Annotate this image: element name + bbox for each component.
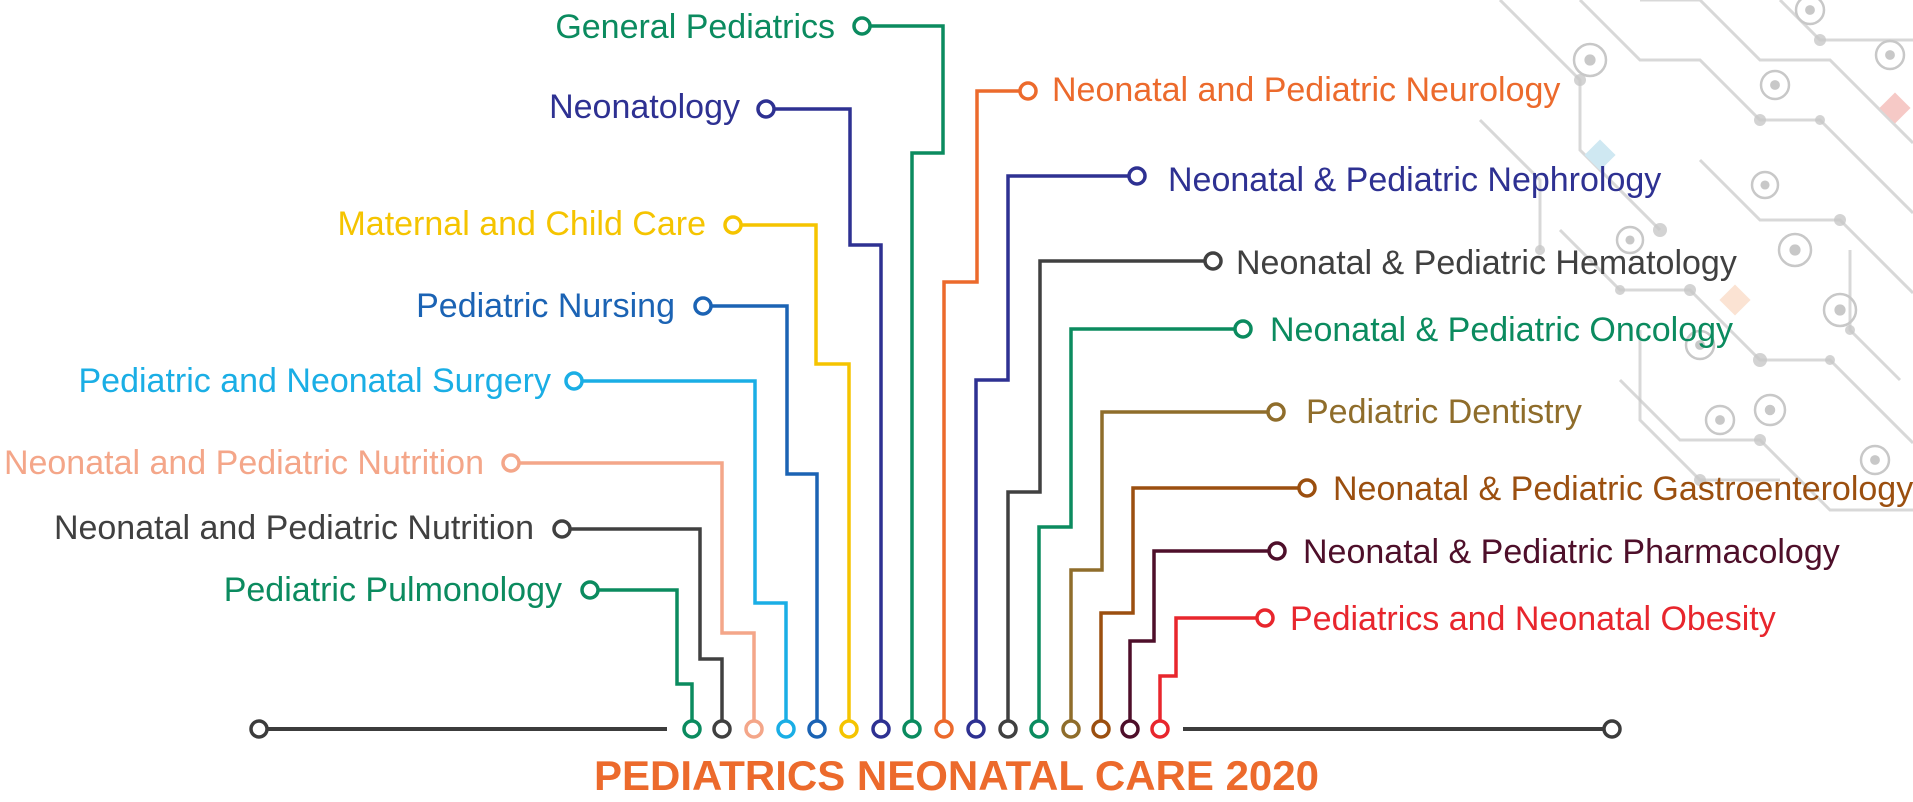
left-baseline-node-8 — [682, 719, 702, 739]
left-label-node-6 — [501, 453, 521, 473]
baseline-right-end-node — [1602, 719, 1622, 739]
baseline-left-end-node — [249, 719, 269, 739]
right-label-node-7 — [1267, 541, 1287, 561]
left-connector-8 — [590, 588, 694, 729]
right-baseline-node-7 — [1120, 719, 1140, 739]
circuit-background-decoration — [1478, 0, 1913, 512]
left-topic-label-1: General Pediatrics — [555, 8, 835, 46]
right-connector-7 — [1128, 549, 1277, 729]
right-label-node-5 — [1266, 402, 1286, 422]
right-topic-label-7: Neonatal & Pediatric Pharmacology — [1303, 533, 1840, 571]
left-connector-6 — [511, 461, 756, 729]
left-label-node-3 — [723, 215, 743, 235]
left-topic-label-6: Neonatal and Pediatric Nutrition — [4, 444, 484, 482]
right-connector-5 — [1069, 410, 1276, 729]
left-label-node-1 — [852, 16, 872, 36]
right-connector-1 — [942, 89, 1028, 729]
right-topic-label-2: Neonatal & Pediatric Nephrology — [1168, 161, 1661, 199]
connector-lines — [511, 24, 1307, 729]
conference-title: PEDIATRICS NEONATAL CARE 2020 — [593, 752, 1319, 799]
left-topic-label-7: Neonatal and Pediatric Nutrition — [54, 509, 534, 547]
left-label-node-8 — [580, 580, 600, 600]
right-label-node-2 — [1127, 166, 1147, 186]
left-baseline-node-4 — [807, 719, 827, 739]
left-topic-label-3: Maternal and Child Care — [337, 205, 706, 243]
right-baseline-node-5 — [1061, 719, 1081, 739]
right-baseline-node-2 — [966, 719, 986, 739]
right-connector-8 — [1158, 616, 1265, 729]
left-connector-7 — [562, 527, 724, 729]
left-topic-label-5: Pediatric and Neonatal Surgery — [79, 362, 552, 400]
right-baseline-node-6 — [1091, 719, 1111, 739]
right-connector-2 — [974, 174, 1137, 729]
right-topic-label-6: Neonatal & Pediatric Gastroenterology — [1333, 470, 1913, 508]
left-connector-5 — [574, 379, 788, 729]
left-topic-label-4: Pediatric Nursing — [416, 287, 675, 325]
right-connector-3 — [1006, 259, 1213, 729]
right-topic-label-5: Pediatric Dentistry — [1306, 393, 1582, 431]
right-topic-label-4: Neonatal & Pediatric Oncology — [1270, 311, 1733, 349]
left-baseline-node-7 — [712, 719, 732, 739]
left-topic-label-8: Pediatric Pulmonology — [224, 571, 562, 609]
left-label-node-5 — [564, 371, 584, 391]
left-baseline-node-3 — [839, 719, 859, 739]
right-connector-4 — [1037, 327, 1243, 729]
right-topic-label-3: Neonatal & Pediatric Hematology — [1236, 244, 1737, 282]
right-label-node-1 — [1018, 81, 1038, 101]
right-baseline-node-3 — [998, 719, 1018, 739]
left-connector-3 — [733, 223, 851, 729]
right-topic-label-8: Pediatrics and Neonatal Obesity — [1290, 600, 1776, 638]
left-connector-4 — [703, 304, 819, 729]
left-label-node-4 — [693, 296, 713, 316]
left-baseline-node-5 — [776, 719, 796, 739]
right-baseline-node-1 — [934, 719, 954, 739]
right-label-node-4 — [1233, 319, 1253, 339]
right-connector-6 — [1099, 486, 1307, 729]
left-connector-2 — [766, 107, 883, 729]
right-label-node-6 — [1297, 478, 1317, 498]
left-baseline-node-1 — [902, 719, 922, 739]
right-baseline-node-8 — [1150, 719, 1170, 739]
left-baseline-node-2 — [871, 719, 891, 739]
left-topic-label-2: Neonatology — [549, 88, 740, 126]
right-label-node-8 — [1255, 608, 1275, 628]
connector-nodes — [501, 16, 1317, 739]
left-label-node-7 — [552, 519, 572, 539]
left-label-node-2 — [756, 99, 776, 119]
right-label-node-3 — [1203, 251, 1223, 271]
right-baseline-node-4 — [1029, 719, 1049, 739]
left-connector-1 — [862, 24, 945, 729]
left-baseline-node-6 — [744, 719, 764, 739]
right-topic-label-1: Neonatal and Pediatric Neurology — [1052, 71, 1560, 109]
